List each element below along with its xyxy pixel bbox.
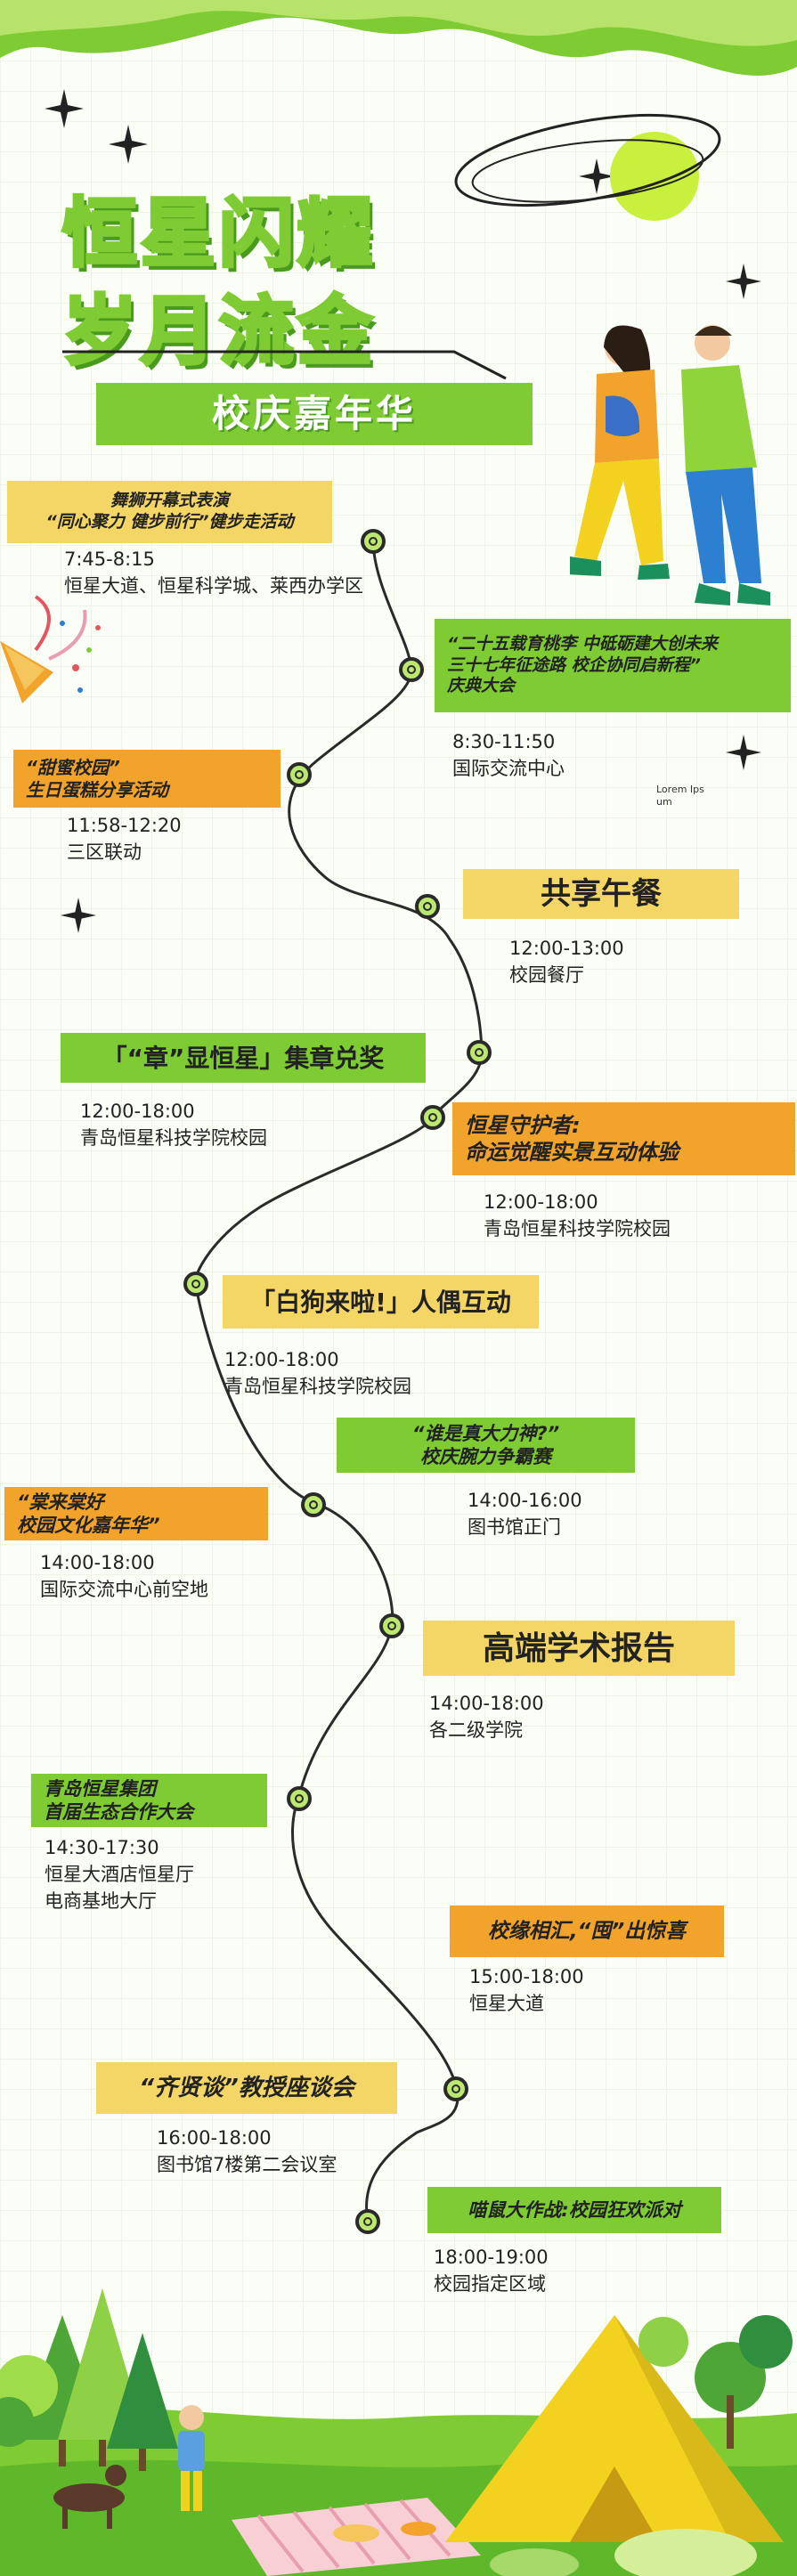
top-wave-decoration (0, 0, 797, 76)
sparkle-icon (726, 264, 761, 299)
event-location: 校园指定区域 (434, 2273, 546, 2295)
timeline-node (287, 1786, 312, 1811)
event-info: 8:30-11:50 国际交流中心 (452, 728, 565, 782)
event-label: 青岛恒星集团首届生态合作大会 (31, 1774, 267, 1827)
timeline-node (420, 1105, 445, 1130)
event-time: 18:00-19:00 (434, 2247, 549, 2268)
camping-scene-illustration (0, 2288, 797, 2576)
event-time: 14:00-18:00 (429, 1693, 544, 1714)
event-label: 舞狮开幕式表演“同心聚力 健步前行”健步走活动 (7, 481, 332, 543)
event-time: 12:00-18:00 (80, 1101, 195, 1122)
walking-people-illustration (570, 325, 770, 605)
event-location: 校园餐厅 (509, 964, 584, 986)
event-info: 14:00-16:00 图书馆正门 (468, 1487, 582, 1540)
event-info: 14:00-18:00 国际交流中心前空地 (40, 1549, 208, 1603)
event-label: 高端学术报告 (423, 1621, 735, 1676)
event-time: 14:00-18:00 (40, 1552, 155, 1573)
event-location: 三区联动 (67, 841, 142, 863)
event-location: 图书馆正门 (468, 1516, 561, 1538)
event-location: 恒星大道、恒星科学城、莱西办学区 (64, 575, 363, 597)
sparkle-icon (109, 125, 148, 164)
event-label: 校缘相汇,“囤”出惊喜 (450, 1906, 724, 1957)
event-time: 12:00-13:00 (509, 938, 624, 959)
event-info: 12:00-13:00 校园餐厅 (509, 935, 624, 988)
event-time: 11:58-12:20 (67, 815, 182, 836)
event-location: 青岛恒星科技学院校园 (484, 1218, 671, 1239)
party-popper-decoration (0, 595, 101, 703)
event-info: 15:00-18:00 恒星大道 (469, 1963, 584, 2017)
event-location: 恒星大酒店恒星厅 (45, 1864, 194, 1885)
timeline-node (443, 2076, 468, 2101)
event-info: 11:58-12:20 三区联动 (67, 812, 182, 865)
event-time: 7:45-8:15 (64, 549, 155, 570)
lorem-text: Lorem Ips um (656, 784, 704, 808)
event-info: 12:00-18:00 青岛恒星科技学院校园 (80, 1098, 267, 1151)
event-info: 14:00-18:00 各二级学院 (429, 1690, 544, 1743)
timeline-node (355, 2209, 380, 2234)
event-time: 8:30-11:50 (452, 731, 556, 752)
event-info: 12:00-18:00 青岛恒星科技学院校园 (224, 1346, 411, 1400)
event-location: 青岛恒星科技学院校园 (80, 1127, 267, 1149)
sparkle-icon (45, 89, 84, 128)
sparkle-icon (579, 158, 614, 194)
event-location: 青岛恒星科技学院校园 (224, 1376, 411, 1397)
event-info: 18:00-19:00 校园指定区域 (434, 2244, 549, 2297)
timeline-node (361, 529, 386, 554)
title-line-1: 恒星闪耀 (61, 188, 377, 279)
title-underline (62, 350, 507, 380)
event-location: 国际交流中心 (452, 758, 565, 779)
event-location: 各二级学院 (429, 1719, 523, 1741)
timeline-node (415, 894, 440, 919)
event-label: 「“章”显恒星」集章兑奖 (61, 1033, 426, 1083)
event-info: 12:00-18:00 青岛恒星科技学院校园 (484, 1189, 671, 1242)
event-location: 图书馆7楼第二会议室 (157, 2154, 338, 2175)
timeline-node (183, 1272, 208, 1296)
event-label: “棠来棠好校园文化嘉年华” (4, 1487, 268, 1540)
timeline-node (287, 762, 312, 787)
event-label: “齐贤谈”教授座谈会 (96, 2062, 397, 2114)
event-label: 共享午餐 (463, 869, 739, 919)
subtitle-banner: 校庆嘉年华 (96, 383, 533, 445)
event-time: 14:00-16:00 (468, 1490, 582, 1511)
event-label: 恒星守护者:命运觉醒实景互动体验 (452, 1102, 795, 1175)
event-time: 14:30-17:30 (45, 1837, 159, 1858)
event-location: 国际交流中心前空地 (40, 1579, 208, 1600)
event-time: 12:00-18:00 (484, 1191, 598, 1213)
timeline-node (379, 1613, 404, 1638)
sparkle-icon (61, 898, 96, 933)
timeline-node (399, 657, 424, 682)
event-time: 16:00-18:00 (157, 2127, 272, 2149)
event-time: 15:00-18:00 (469, 1966, 584, 1987)
event-info: 14:30-17:30 恒星大酒店恒星厅 电商基地大厅 (45, 1834, 194, 1914)
event-location: 电商基地大厅 (45, 1890, 157, 1912)
event-label: “二十五载育桃李 中砥砺建大创未来三十七年征途路 校企协同启新程”庆典大会 (435, 619, 791, 712)
event-info: 7:45-8:15 恒星大道、恒星科学城、莱西办学区 (64, 546, 363, 599)
event-label: “谁是真大力神?”校庆腕力争霸赛 (337, 1418, 635, 1473)
event-label: “甜蜜校园”生日蛋糕分享活动 (13, 750, 281, 808)
event-location: 恒星大道 (469, 1993, 544, 2014)
event-time: 12:00-18:00 (224, 1349, 339, 1370)
event-label: 「白狗来啦!」人偶互动 (223, 1275, 539, 1329)
title-line-2: 岁月流金 (61, 286, 377, 377)
event-label: 喵鼠大作战:校园狂欢派对 (427, 2187, 721, 2233)
sparkle-icon (726, 735, 761, 770)
event-info: 16:00-18:00 图书馆7楼第二会议室 (157, 2125, 337, 2178)
timeline-node (301, 1492, 326, 1517)
timeline-node (467, 1040, 492, 1065)
planet-orbit-decoration (454, 113, 721, 221)
